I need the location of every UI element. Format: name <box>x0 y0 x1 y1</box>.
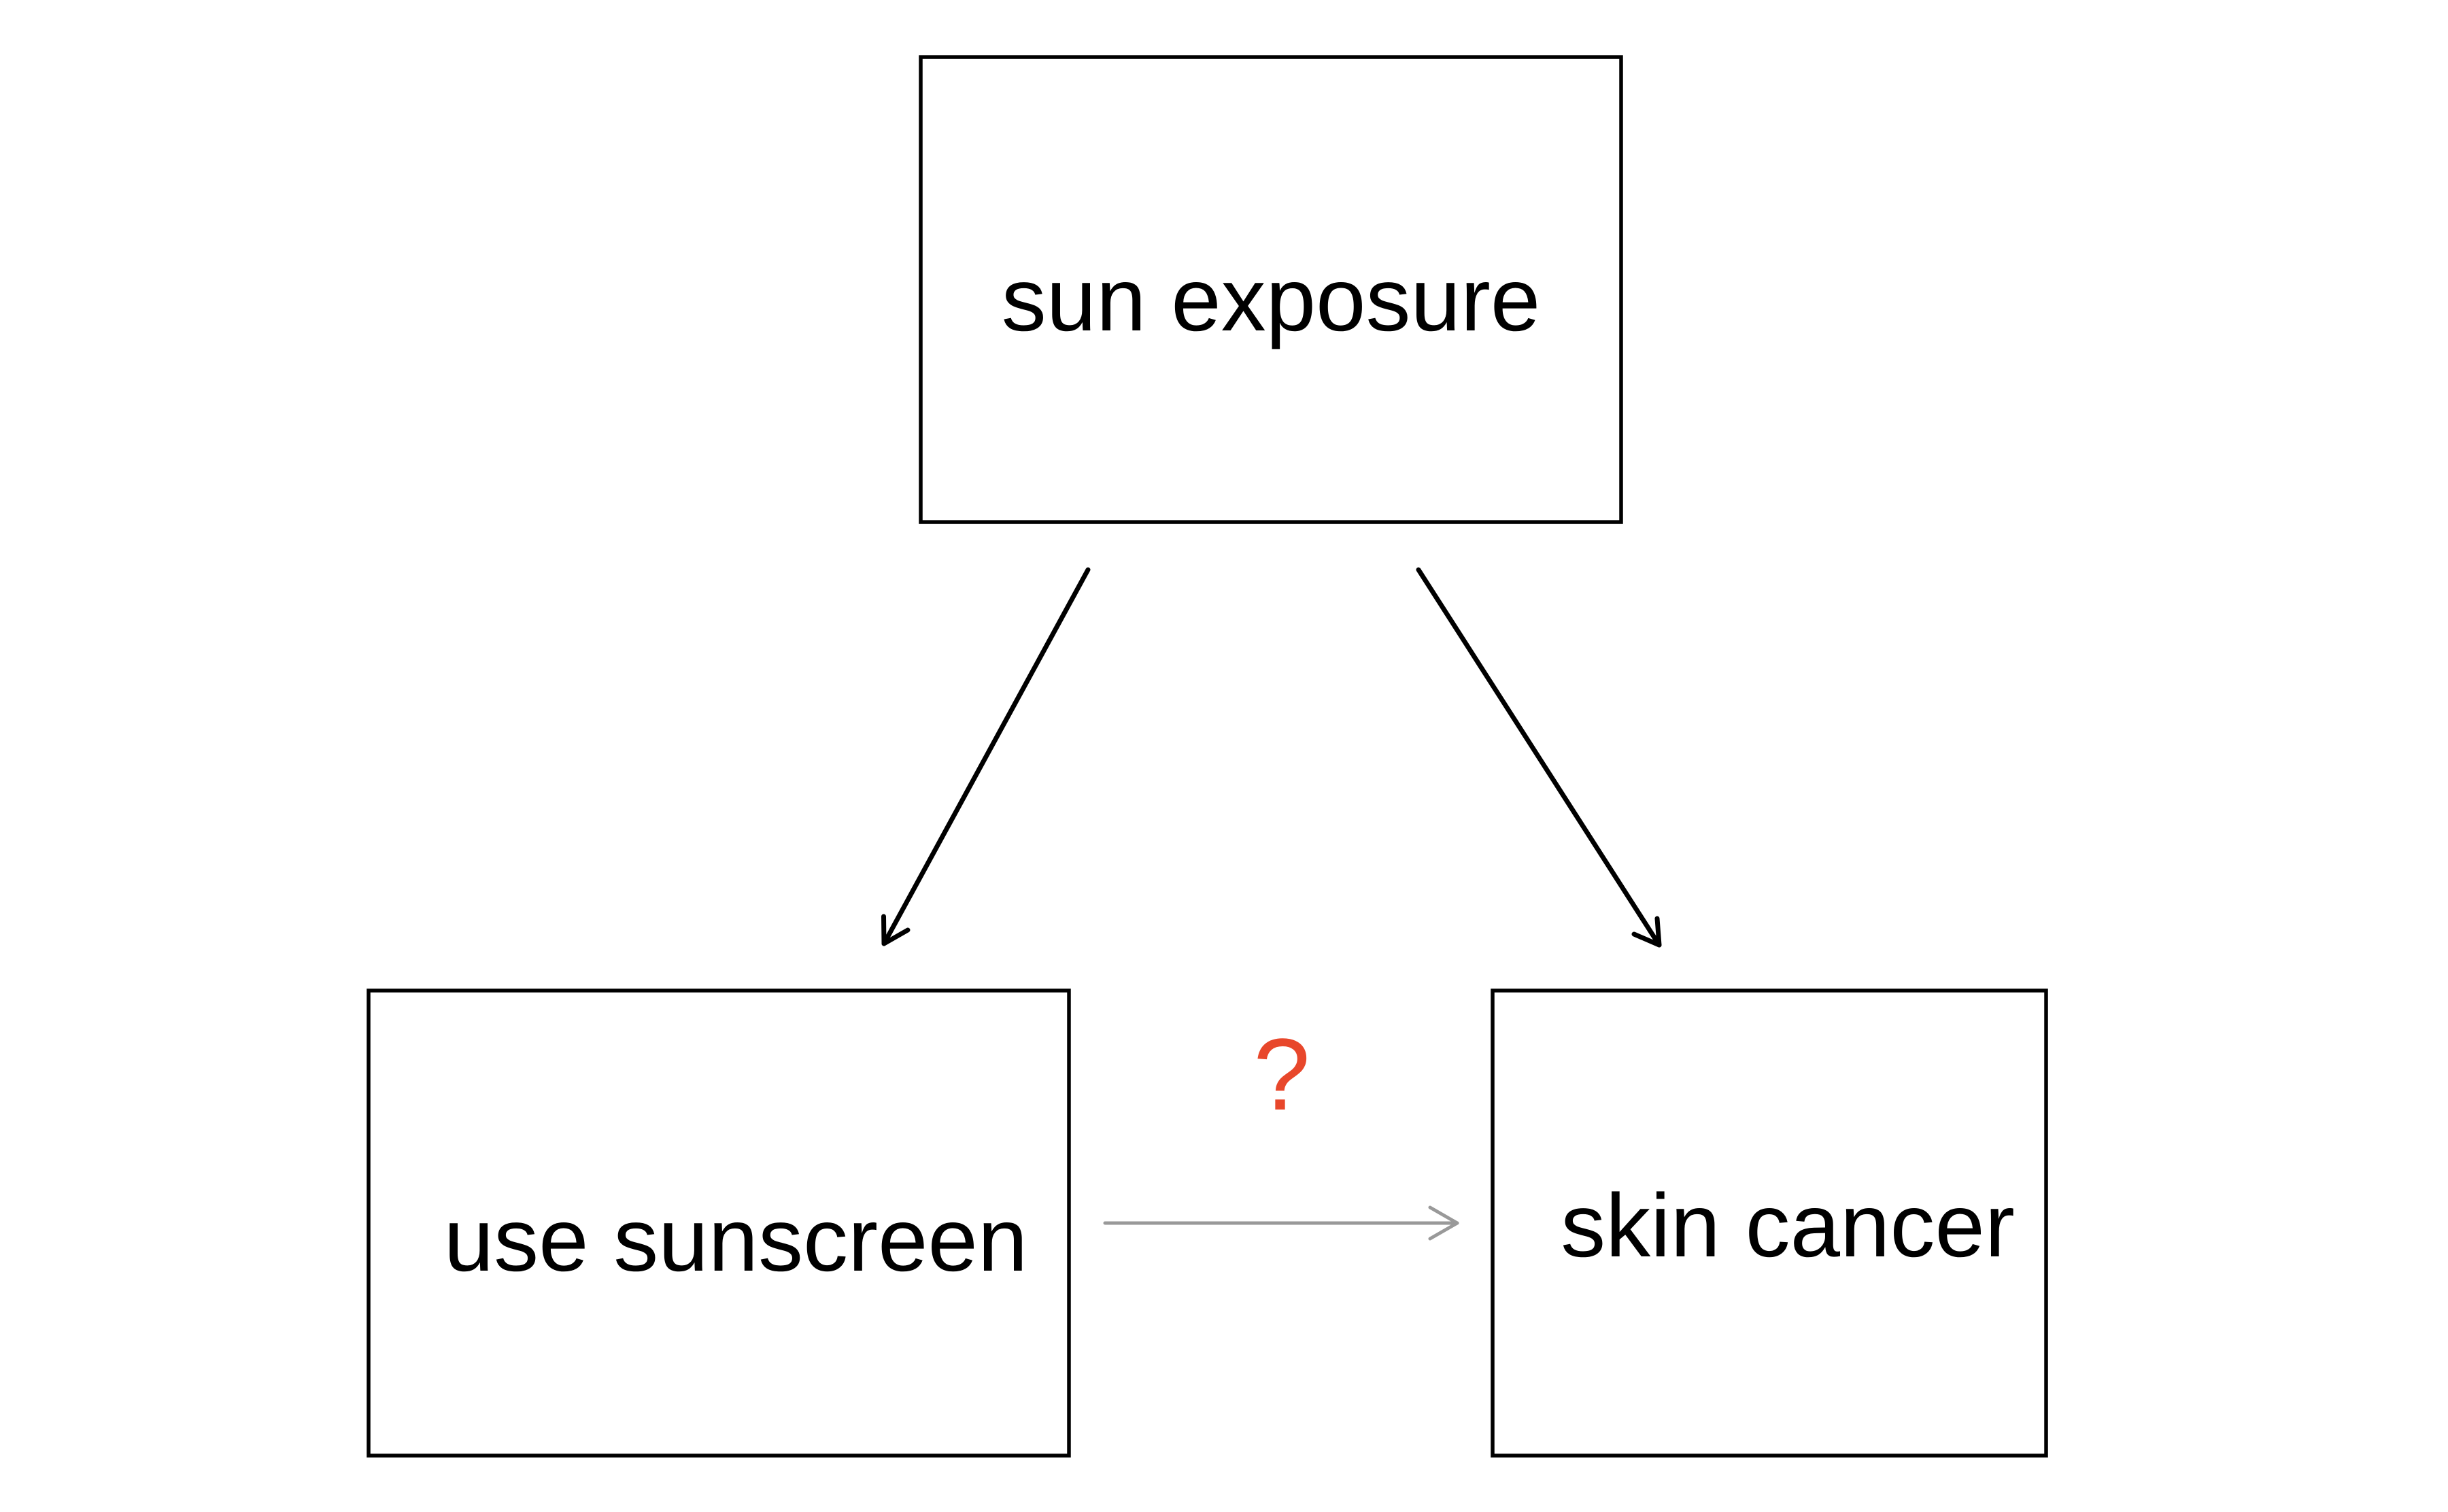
node-sun-exposure: sun exposure <box>919 55 1623 524</box>
arrow-head <box>1428 1205 1459 1241</box>
node-skin-cancer: skin cancer <box>1491 989 2048 1458</box>
arrow-shaft <box>881 567 1091 946</box>
question-mark: ? <box>1253 1017 1310 1131</box>
node-label-skin-cancer: skin cancer <box>1561 1175 2015 1275</box>
arrow-sun-to-skin-cancer <box>1416 567 1662 948</box>
node-label-sun-exposure: sun exposure <box>1002 250 1541 349</box>
arrow-head <box>881 914 911 946</box>
node-box <box>367 989 1071 1458</box>
node-box <box>1491 989 2048 1458</box>
arrow-head <box>1631 916 1662 948</box>
arrow-sun-to-sunscreen <box>881 567 1091 946</box>
node-box <box>919 55 1623 524</box>
node-label-use-sunscreen: use sunscreen <box>444 1190 1028 1290</box>
arrow-shaft <box>1416 567 1662 948</box>
node-use-sunscreen: use sunscreen <box>367 989 1071 1458</box>
arrow-sunscreen-to-skin-cancer <box>1103 1205 1459 1241</box>
